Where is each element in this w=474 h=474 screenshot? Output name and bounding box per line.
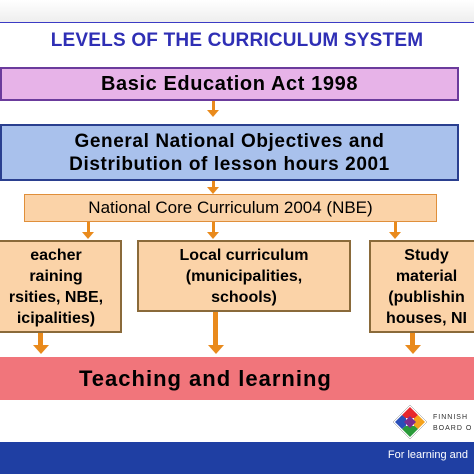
footer-text: For learning and: [387, 449, 468, 461]
down-arrow-icon: [33, 345, 49, 354]
study-material-box: Study material (publishin houses, NI: [369, 240, 474, 333]
general-objectives-line-1: General National Objectives and: [74, 130, 385, 152]
finnish-board-logo-icon: [392, 404, 428, 440]
arrow-stem: [213, 312, 218, 345]
teacher-training-line-4: icipalities): [16, 309, 96, 327]
general-objectives-box: General National Objectives and Distribu…: [0, 124, 459, 181]
arrow-stem: [38, 333, 43, 345]
teaching-learning-label: Teaching and learning: [79, 365, 332, 391]
core-curriculum-box: National Core Curriculum 2004 (NBE): [24, 194, 437, 222]
arrow-stem: [212, 222, 215, 232]
teacher-training-box: eacher raining rsities, NBE, icipalities…: [0, 240, 122, 333]
local-curriculum-box: Local curriculum (municipalities, school…: [137, 240, 351, 312]
down-arrow-icon: [208, 345, 224, 354]
local-curriculum-line-1: Local curriculum: [179, 246, 309, 264]
study-material-line-1: Study: [404, 246, 449, 264]
teacher-training-line-1: eacher: [30, 246, 82, 264]
basic-education-act-box: Basic Education Act 1998: [0, 67, 459, 101]
top-strip: [0, 0, 474, 22]
down-arrow-icon: [82, 232, 94, 239]
study-material-line-2: material: [395, 267, 458, 285]
general-objectives-line-2: Distribution of lesson hours 2001: [69, 153, 390, 175]
down-arrow-icon: [207, 110, 219, 117]
teacher-training-line-2: raining: [29, 267, 83, 285]
teacher-training-line-3: rsities, NBE,: [8, 288, 104, 306]
local-curriculum-line-2: (municipalities,: [185, 267, 303, 285]
logo-text-line-1: FINNISH: [433, 414, 468, 421]
teaching-learning-box: Teaching and learning: [0, 357, 474, 400]
arrow-stem: [212, 181, 215, 187]
study-material-line-3: (publishin: [388, 288, 465, 306]
logo-text-line-2: BOARD O: [433, 425, 473, 432]
down-arrow-icon: [207, 187, 219, 194]
diagram-title: LEVELS OF THE CURRICULUM SYSTEM: [50, 30, 424, 51]
down-arrow-icon: [405, 345, 421, 354]
basic-education-act-label: Basic Education Act 1998: [100, 72, 359, 95]
down-arrow-icon: [207, 232, 219, 239]
arrow-stem: [394, 222, 397, 232]
footer-bar: [0, 442, 474, 474]
core-curriculum-label: National Core Curriculum 2004 (NBE): [88, 198, 373, 217]
top-divider: [0, 22, 474, 23]
down-arrow-icon: [389, 232, 401, 239]
arrow-stem: [410, 333, 415, 345]
study-material-line-4: houses, NI: [386, 309, 467, 327]
local-curriculum-line-3: schools): [211, 288, 277, 306]
arrow-stem: [87, 222, 90, 232]
arrow-stem: [212, 101, 215, 110]
